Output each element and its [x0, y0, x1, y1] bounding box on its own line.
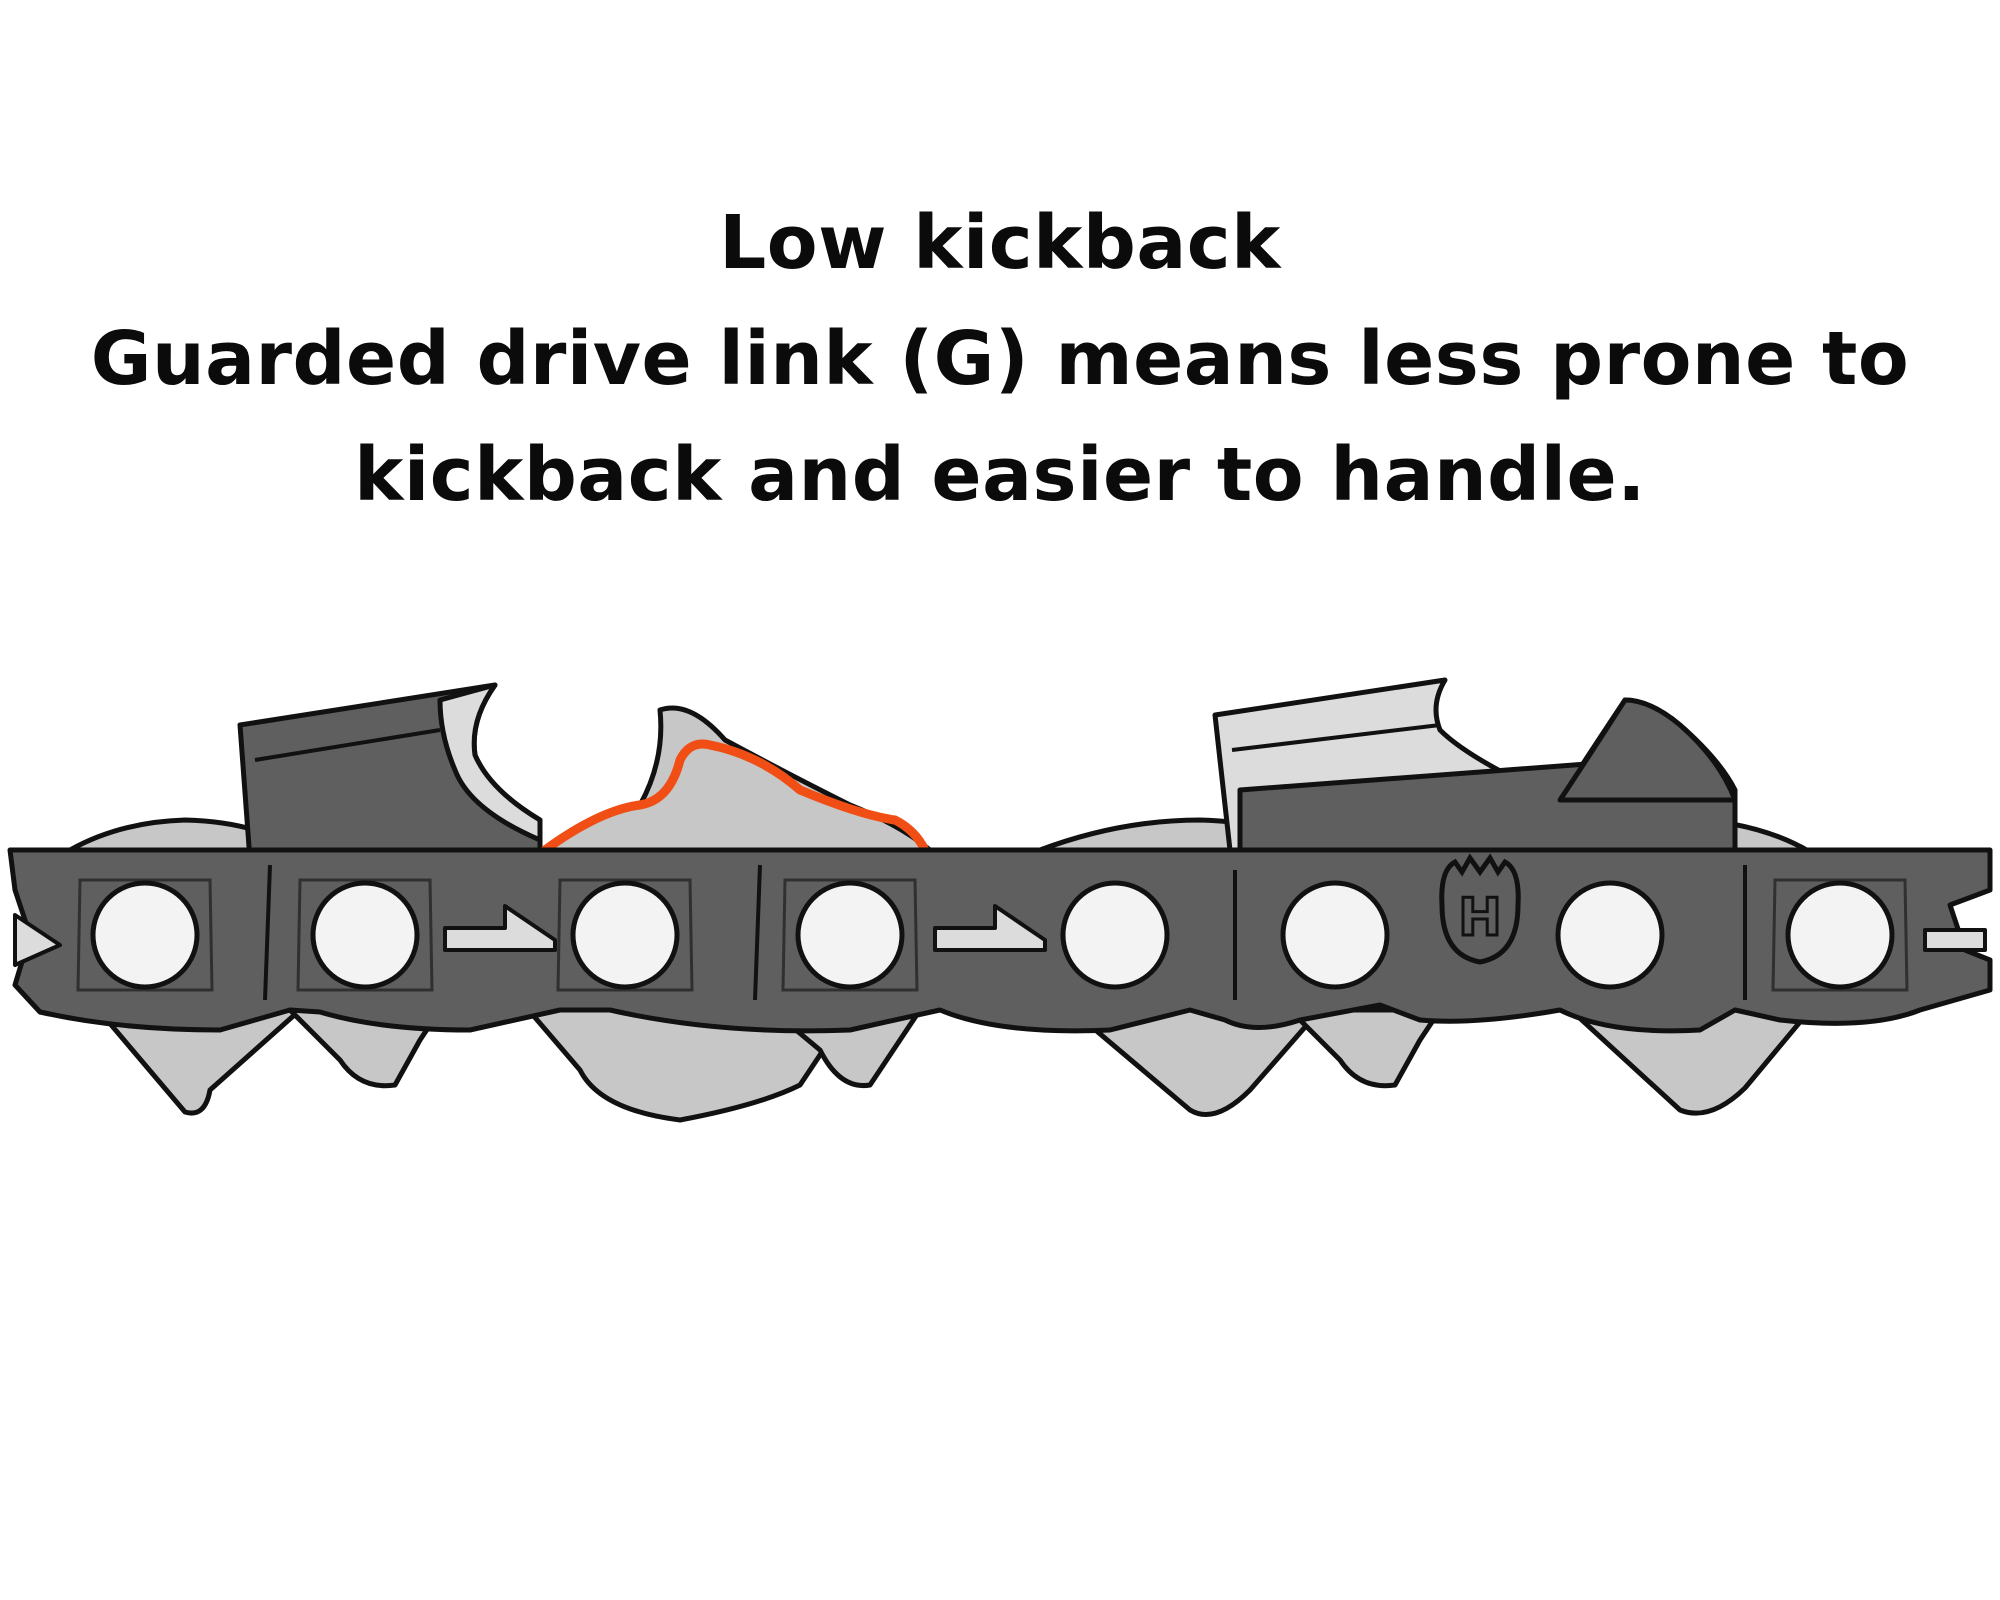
right-end-notch	[1923, 928, 1987, 952]
direction-arrows	[13, 904, 1987, 967]
rivet-1	[90, 880, 200, 990]
rivet-4	[795, 880, 905, 990]
rivets	[90, 880, 1895, 990]
caption-line-3: kickback and easier to handle.	[354, 432, 1646, 518]
cutter-right	[1212, 677, 1738, 903]
husqvarna-logo: H	[1439, 853, 1521, 965]
rivet-8	[1785, 880, 1895, 990]
rivet-bosses	[76, 878, 1909, 992]
guard-highlight-outline	[540, 739, 930, 855]
guarded-drive-link	[540, 705, 933, 855]
caption: Low kickback Guarded drive link (G) mean…	[0, 185, 2000, 533]
rivet-5	[1060, 880, 1170, 990]
rivet-2	[310, 880, 420, 990]
rivet-7	[1555, 880, 1665, 990]
saw-chain-diagram: H	[7, 677, 1993, 1123]
caption-title: Low kickback	[719, 200, 1281, 286]
link-gaps	[263, 864, 1747, 1001]
cutter-left	[237, 682, 543, 863]
arrow-mark-2	[933, 904, 1047, 952]
svg-text:H: H	[1458, 888, 1502, 948]
arrow-mark-1	[443, 904, 557, 952]
drive-link-7	[1287, 1007, 1443, 1089]
left-end-notch	[13, 913, 62, 967]
rivet-3	[570, 880, 680, 990]
caption-line-2: Guarded drive link (G) means less prone …	[90, 316, 1910, 402]
rivet-6	[1280, 880, 1390, 990]
